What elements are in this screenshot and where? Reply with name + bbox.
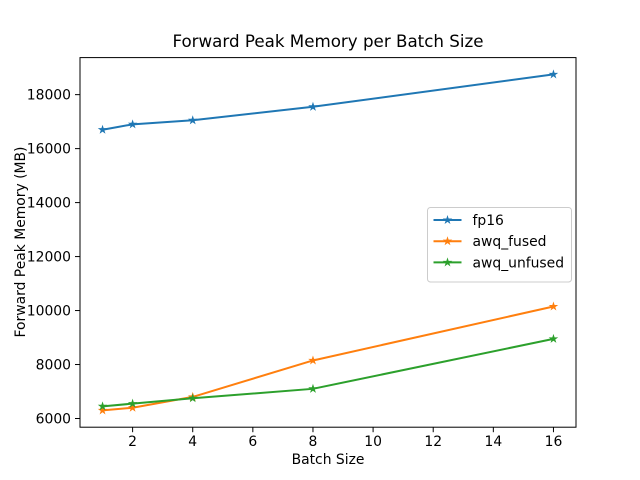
x-tick-label-10: 10 bbox=[364, 434, 382, 450]
data-point-awq_fused-x8 bbox=[308, 355, 318, 365]
legend-label-fp16: fp16 bbox=[473, 213, 504, 229]
x-tick-label-2: 2 bbox=[128, 434, 137, 450]
data-point-fp16-x1 bbox=[97, 124, 108, 134]
data-point-awq_unfused-x8 bbox=[308, 383, 318, 393]
data-point-awq_fused-x2 bbox=[127, 402, 138, 412]
axes-spines bbox=[79, 57, 577, 428]
data-point-fp16-x8 bbox=[308, 101, 318, 111]
x-tick-label-16: 16 bbox=[545, 434, 563, 450]
x-tick-label-4: 4 bbox=[188, 434, 197, 450]
legend-label-awq_fused: awq_fused bbox=[473, 234, 547, 250]
y-tick-label-18000: 18000 bbox=[27, 88, 71, 104]
legend-marker-awq_fused bbox=[442, 236, 453, 246]
x-axis-label: Batch Size bbox=[291, 452, 365, 468]
data-point-awq_unfused-x2 bbox=[127, 398, 138, 408]
data-point-awq_unfused-x1 bbox=[97, 401, 108, 411]
x-tick-label-12: 12 bbox=[424, 434, 442, 450]
data-point-fp16-x4 bbox=[187, 115, 198, 125]
y-tick-label-16000: 16000 bbox=[27, 142, 71, 158]
data-point-awq_fused-x16 bbox=[548, 301, 559, 311]
data-point-awq_unfused-x16 bbox=[548, 333, 559, 343]
x-tick-label-6: 6 bbox=[248, 434, 257, 450]
legend-marker-fp16 bbox=[442, 215, 453, 225]
chart-title: Forward Peak Memory per Batch Size bbox=[172, 31, 484, 51]
y-tick-label-12000: 12000 bbox=[27, 250, 71, 266]
legend-label-awq_unfused: awq_unfused bbox=[473, 255, 565, 271]
y-tick-label-14000: 14000 bbox=[27, 196, 71, 212]
data-point-awq_fused-x1 bbox=[97, 405, 108, 415]
y-tick-label-10000: 10000 bbox=[27, 304, 71, 320]
legend-box bbox=[427, 207, 572, 283]
x-tick-label-14: 14 bbox=[484, 434, 502, 450]
data-point-fp16-x16 bbox=[548, 69, 559, 79]
y-tick-label-6000: 6000 bbox=[36, 411, 71, 427]
y-axis-label-text: Forward Peak Memory (MB) bbox=[13, 146, 29, 338]
data-point-fp16-x2 bbox=[127, 119, 138, 129]
legend-marker-awq_unfused bbox=[442, 257, 453, 267]
y-tick-label-8000: 8000 bbox=[36, 358, 71, 374]
data-point-awq_unfused-x4 bbox=[187, 393, 198, 403]
x-tick-label-8: 8 bbox=[309, 434, 318, 450]
